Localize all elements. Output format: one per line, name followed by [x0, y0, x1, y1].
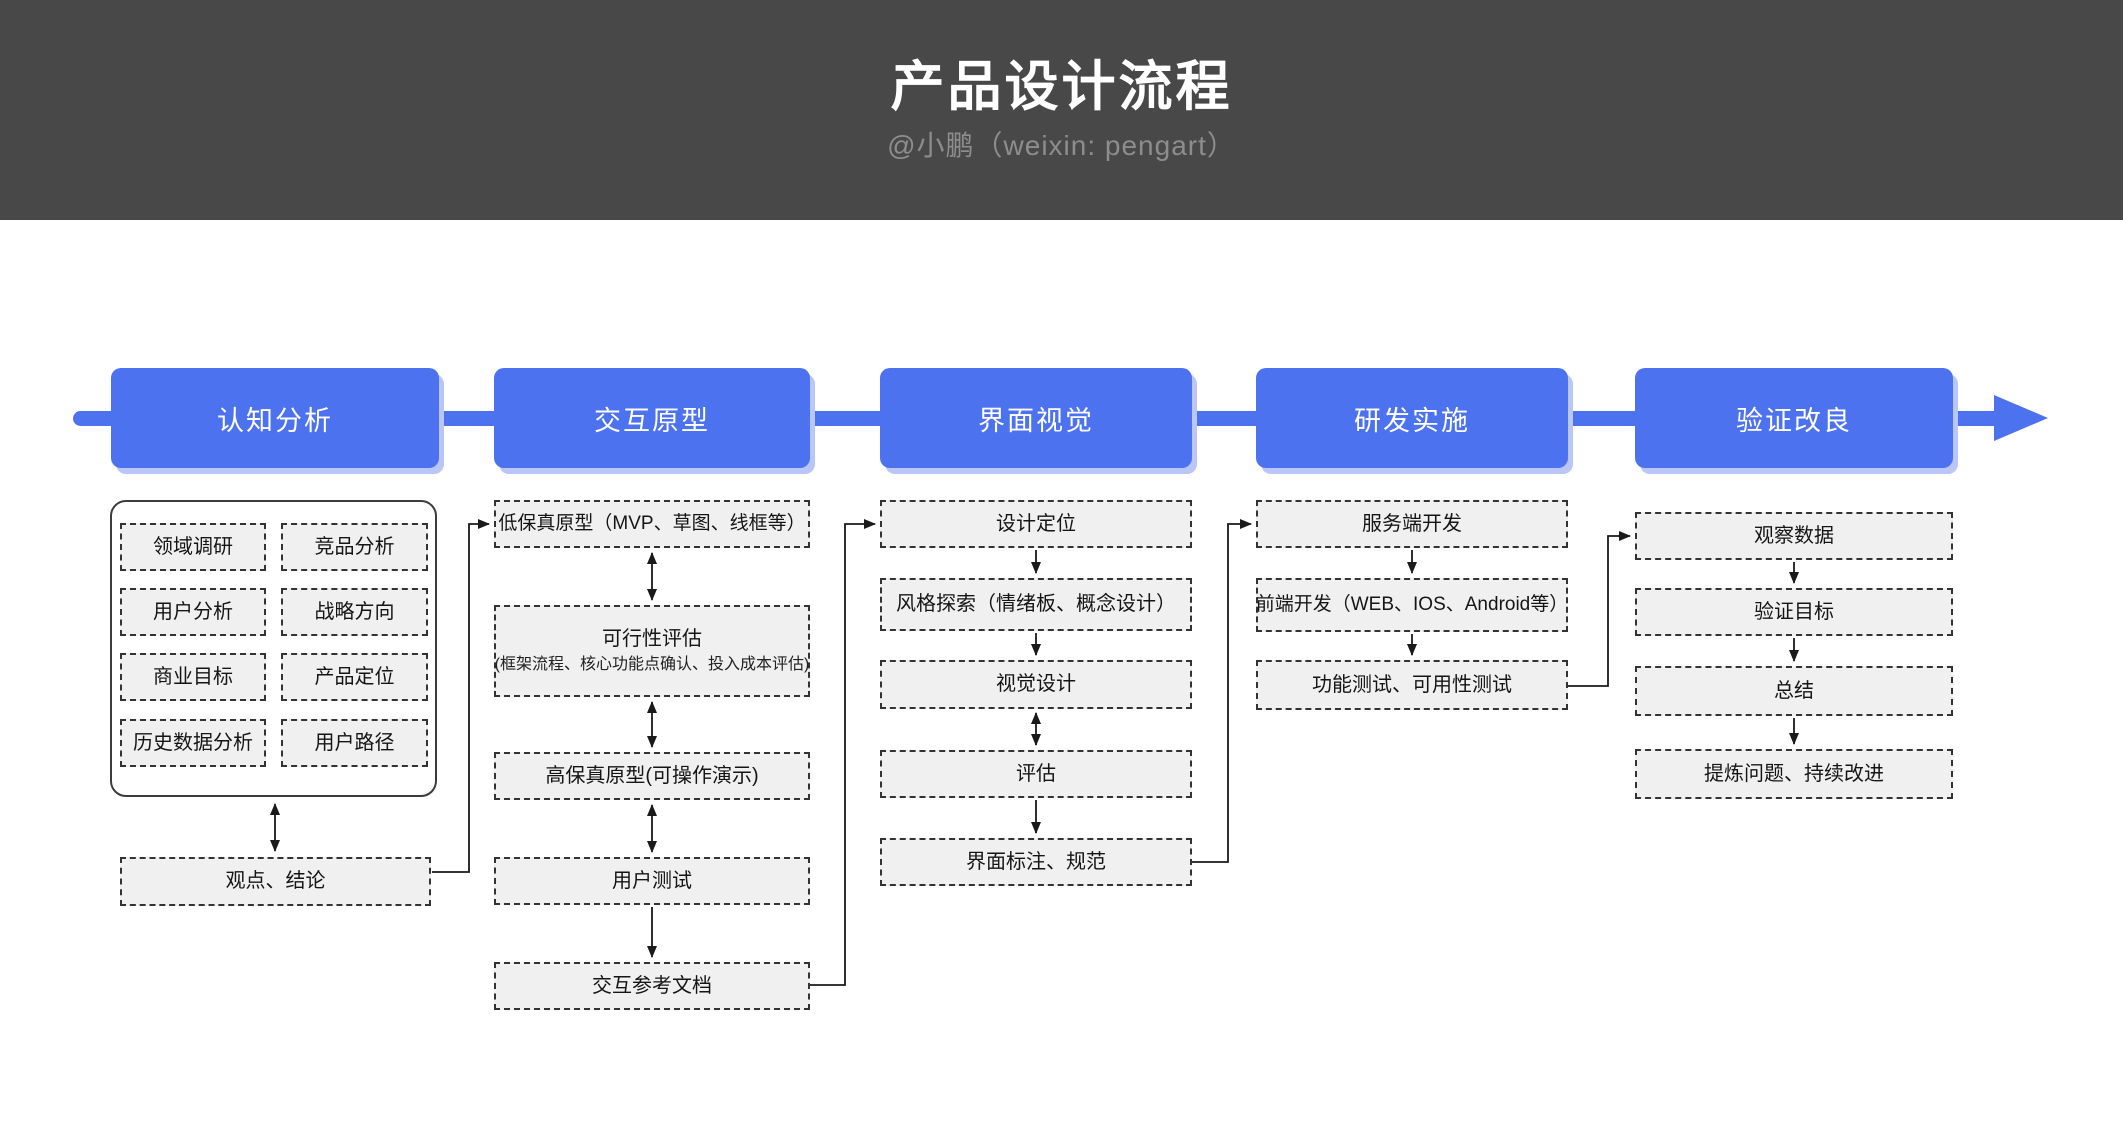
- author-credit: @小鹏（weixin: pengart）: [887, 130, 1236, 161]
- stage-prototype: 交互原型: [494, 368, 810, 468]
- flow-end-bar: [1950, 411, 1998, 426]
- task-box: 高保真原型(可操作演示): [494, 752, 810, 800]
- task-label: 交互参考文档: [592, 974, 712, 997]
- task-label: 用户分析: [153, 600, 233, 623]
- task-label: 产品定位: [314, 665, 395, 688]
- task-box: 验证目标: [1635, 588, 1953, 636]
- task-label: 观察数据: [1754, 524, 1834, 547]
- stage-label: 研发实施: [1354, 405, 1470, 436]
- task-label: 前端开发（WEB、IOS、Android等）: [1255, 594, 1569, 616]
- task-label: 用户路径: [314, 731, 395, 754]
- task-box: 界面标注、规范: [880, 838, 1192, 886]
- task-label: 功能测试、可用性测试: [1312, 673, 1512, 696]
- task-label: 总结: [1774, 679, 1814, 702]
- task-box: 低保真原型（MVP、草图、线框等）: [494, 500, 810, 548]
- task-box: 竞品分析: [281, 523, 428, 571]
- task-label: 战略方向: [314, 600, 395, 623]
- stage-development: 研发实施: [1256, 368, 1568, 468]
- task-box: 功能测试、可用性测试: [1256, 660, 1568, 710]
- stage-connector: [439, 411, 496, 426]
- header-banner: 产品设计流程 @小鹏（weixin: pengart）: [0, 0, 2123, 220]
- task-box: 视觉设计: [880, 660, 1192, 709]
- stage-validation: 验证改良: [1635, 368, 1953, 468]
- task-label: 服务端开发: [1362, 512, 1462, 535]
- task-label: 风格探索（情绪板、概念设计）: [896, 593, 1176, 615]
- task-label: 设计定位: [996, 512, 1076, 535]
- task-label: 验证目标: [1754, 600, 1834, 623]
- stage-connector: [1566, 411, 1637, 426]
- task-label: 可行性评估: [602, 628, 702, 650]
- task-label: 竞品分析: [314, 535, 395, 558]
- task-box: 历史数据分析: [120, 719, 266, 767]
- elbow-arrow-icon: [810, 519, 876, 986]
- task-box: 前端开发（WEB、IOS、Android等）: [1256, 578, 1568, 632]
- task-box: 用户分析: [120, 588, 266, 636]
- stage-label: 验证改良: [1736, 405, 1852, 436]
- task-box: 风格探索（情绪板、概念设计）: [880, 578, 1192, 631]
- task-box: 总结: [1635, 666, 1953, 716]
- stage-label: 界面视觉: [978, 405, 1094, 436]
- task-box: 提炼问题、持续改进: [1635, 749, 1953, 799]
- task-label: 评估: [1016, 762, 1056, 785]
- task-box: 产品定位: [281, 653, 428, 701]
- task-box-conclusion: 观点、结论: [120, 857, 431, 906]
- task-box: 用户路径: [281, 719, 428, 767]
- task-label: 领域调研: [153, 535, 233, 558]
- stage-label: 交互原型: [594, 405, 710, 436]
- elbow-arrow-icon: [432, 519, 490, 873]
- task-box: 服务端开发: [1256, 500, 1568, 548]
- stage-connector: [1190, 411, 1258, 426]
- task-label: 低保真原型（MVP、草图、线框等）: [498, 513, 806, 535]
- elbow-arrow-icon: [1192, 519, 1252, 863]
- task-label: 商业目标: [153, 665, 233, 688]
- stage-cognition: 认知分析: [111, 368, 439, 468]
- task-box: 评估: [880, 750, 1192, 798]
- elbow-arrow-icon: [1568, 531, 1631, 687]
- task-label: 界面标注、规范: [966, 850, 1106, 873]
- task-box: 用户测试: [494, 857, 810, 905]
- task-box: 设计定位: [880, 500, 1192, 548]
- task-box: 观察数据: [1635, 512, 1953, 560]
- page-title: 产品设计流程: [890, 57, 1233, 117]
- task-label: 历史数据分析: [133, 731, 253, 754]
- flow-arrow-right-icon: [1994, 395, 2048, 441]
- task-label: 高保真原型(可操作演示): [545, 764, 759, 787]
- task-label: 视觉设计: [996, 673, 1076, 695]
- task-box: 商业目标: [120, 653, 266, 701]
- stage-label: 认知分析: [217, 405, 333, 436]
- task-label: 用户测试: [612, 869, 692, 892]
- task-box: 可行性评估 (框架流程、核心功能点确认、投入成本评估): [494, 605, 810, 697]
- flow-start-stub: [73, 411, 118, 426]
- task-box: 交互参考文档: [494, 962, 810, 1010]
- task-box: 战略方向: [281, 588, 428, 636]
- stage-connector: [808, 411, 882, 426]
- stage-visual: 界面视觉: [880, 368, 1192, 468]
- task-label: 观点、结论: [225, 870, 326, 892]
- task-box: 领域调研: [120, 523, 266, 571]
- task-sublabel: (框架流程、核心功能点确认、投入成本评估): [494, 656, 810, 673]
- task-label: 提炼问题、持续改进: [1704, 762, 1884, 785]
